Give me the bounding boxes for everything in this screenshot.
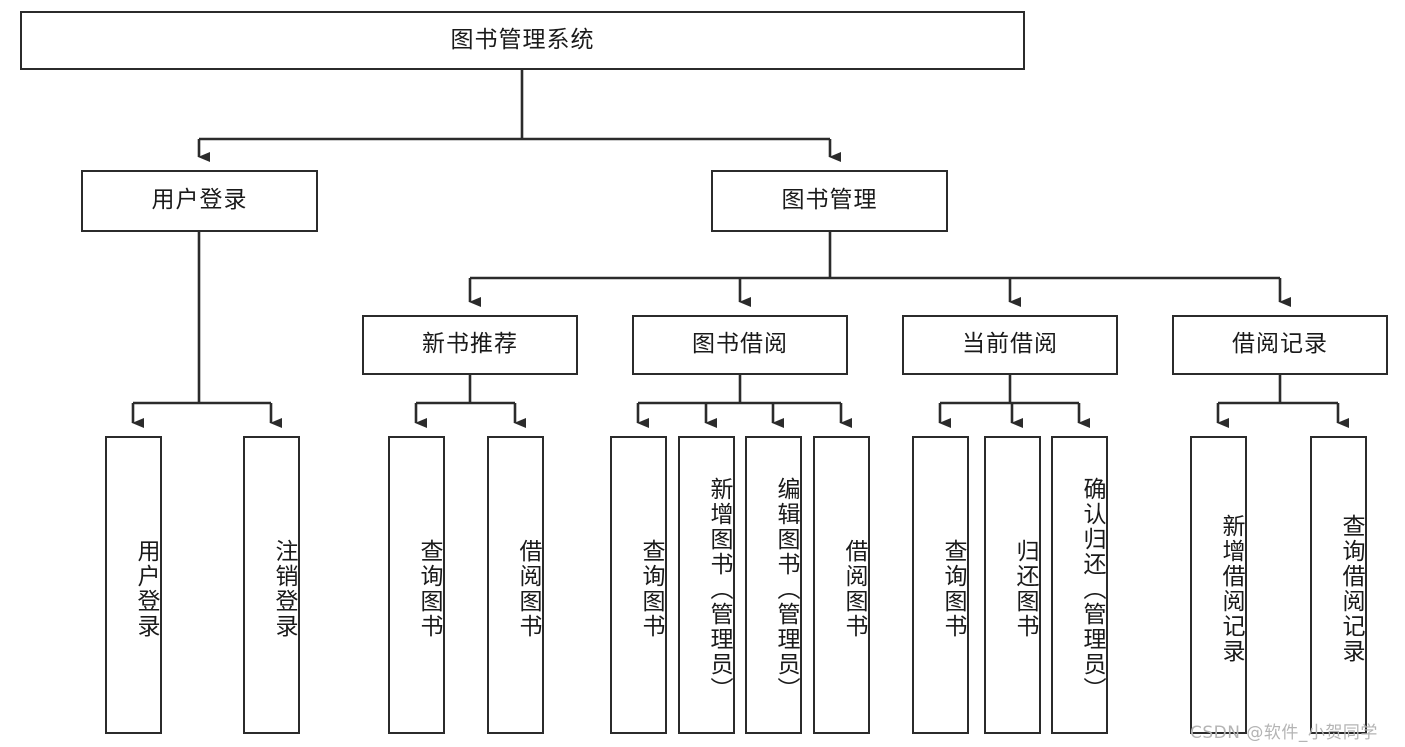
node-new-book-recommend-label: 新书推荐 — [422, 331, 518, 358]
node-root[interactable]: 图书管理系统 — [20, 11, 1025, 70]
node-user-login-label: 用户登录 — [151, 187, 248, 214]
node-leaf-edit-book-admin[interactable]: 编辑图书（管理员） — [745, 436, 802, 734]
node-leaf-logout-login[interactable]: 注销登录 — [243, 436, 300, 734]
node-leaf-borrow-book-2[interactable]: 借阅图书 — [813, 436, 870, 734]
node-root-label: 图书管理系统 — [450, 26, 595, 53]
node-leaf-edit-book-admin-label: 编辑图书（管理员） — [773, 476, 799, 702]
node-leaf-query-borrow-record[interactable]: 查询借阅记录 — [1310, 436, 1367, 734]
node-new-book-recommend[interactable]: 新书推荐 — [362, 315, 578, 375]
node-leaf-query-book-3[interactable]: 查询图书 — [912, 436, 969, 734]
node-user-login[interactable]: 用户登录 — [81, 170, 318, 232]
node-leaf-query-book-3-label: 查询图书 — [940, 539, 966, 639]
node-leaf-confirm-return-admin[interactable]: 确认归还（管理员） — [1051, 436, 1108, 734]
node-book-manage[interactable]: 图书管理 — [711, 170, 948, 232]
node-book-borrow[interactable]: 图书借阅 — [632, 315, 848, 375]
node-leaf-add-book-admin-label: 新增图书（管理员） — [706, 476, 732, 702]
node-leaf-user-login[interactable]: 用户登录 — [105, 436, 162, 734]
node-current-borrow-label: 当前借阅 — [962, 331, 1058, 358]
node-leaf-borrow-book-1[interactable]: 借阅图书 — [487, 436, 544, 734]
node-leaf-query-borrow-record-label: 查询借阅记录 — [1338, 514, 1364, 664]
node-leaf-add-borrow-record[interactable]: 新增借阅记录 — [1190, 436, 1247, 734]
node-leaf-logout-login-label: 注销登录 — [271, 539, 297, 639]
node-leaf-add-borrow-record-label: 新增借阅记录 — [1218, 514, 1244, 664]
node-leaf-borrow-book-1-label: 借阅图书 — [515, 539, 541, 639]
node-leaf-return-book[interactable]: 归还图书 — [984, 436, 1041, 734]
node-book-manage-label: 图书管理 — [781, 187, 878, 214]
node-book-borrow-label: 图书借阅 — [692, 331, 788, 358]
node-current-borrow[interactable]: 当前借阅 — [902, 315, 1118, 375]
node-leaf-query-book-1[interactable]: 查询图书 — [388, 436, 445, 734]
csdn-watermark: CSDN @软件_小贺同学 — [1190, 723, 1378, 743]
node-borrow-record-label: 借阅记录 — [1232, 331, 1328, 358]
node-borrow-record[interactable]: 借阅记录 — [1172, 315, 1388, 375]
node-leaf-confirm-return-admin-label: 确认归还（管理员） — [1079, 476, 1105, 702]
node-leaf-return-book-label: 归还图书 — [1012, 539, 1038, 639]
node-leaf-borrow-book-2-label: 借阅图书 — [841, 539, 867, 639]
node-leaf-query-book-1-label: 查询图书 — [416, 539, 442, 639]
node-leaf-query-book-2-label: 查询图书 — [638, 539, 664, 639]
node-leaf-user-login-label: 用户登录 — [133, 539, 159, 639]
node-leaf-add-book-admin[interactable]: 新增图书（管理员） — [678, 436, 735, 734]
node-leaf-query-book-2[interactable]: 查询图书 — [610, 436, 667, 734]
